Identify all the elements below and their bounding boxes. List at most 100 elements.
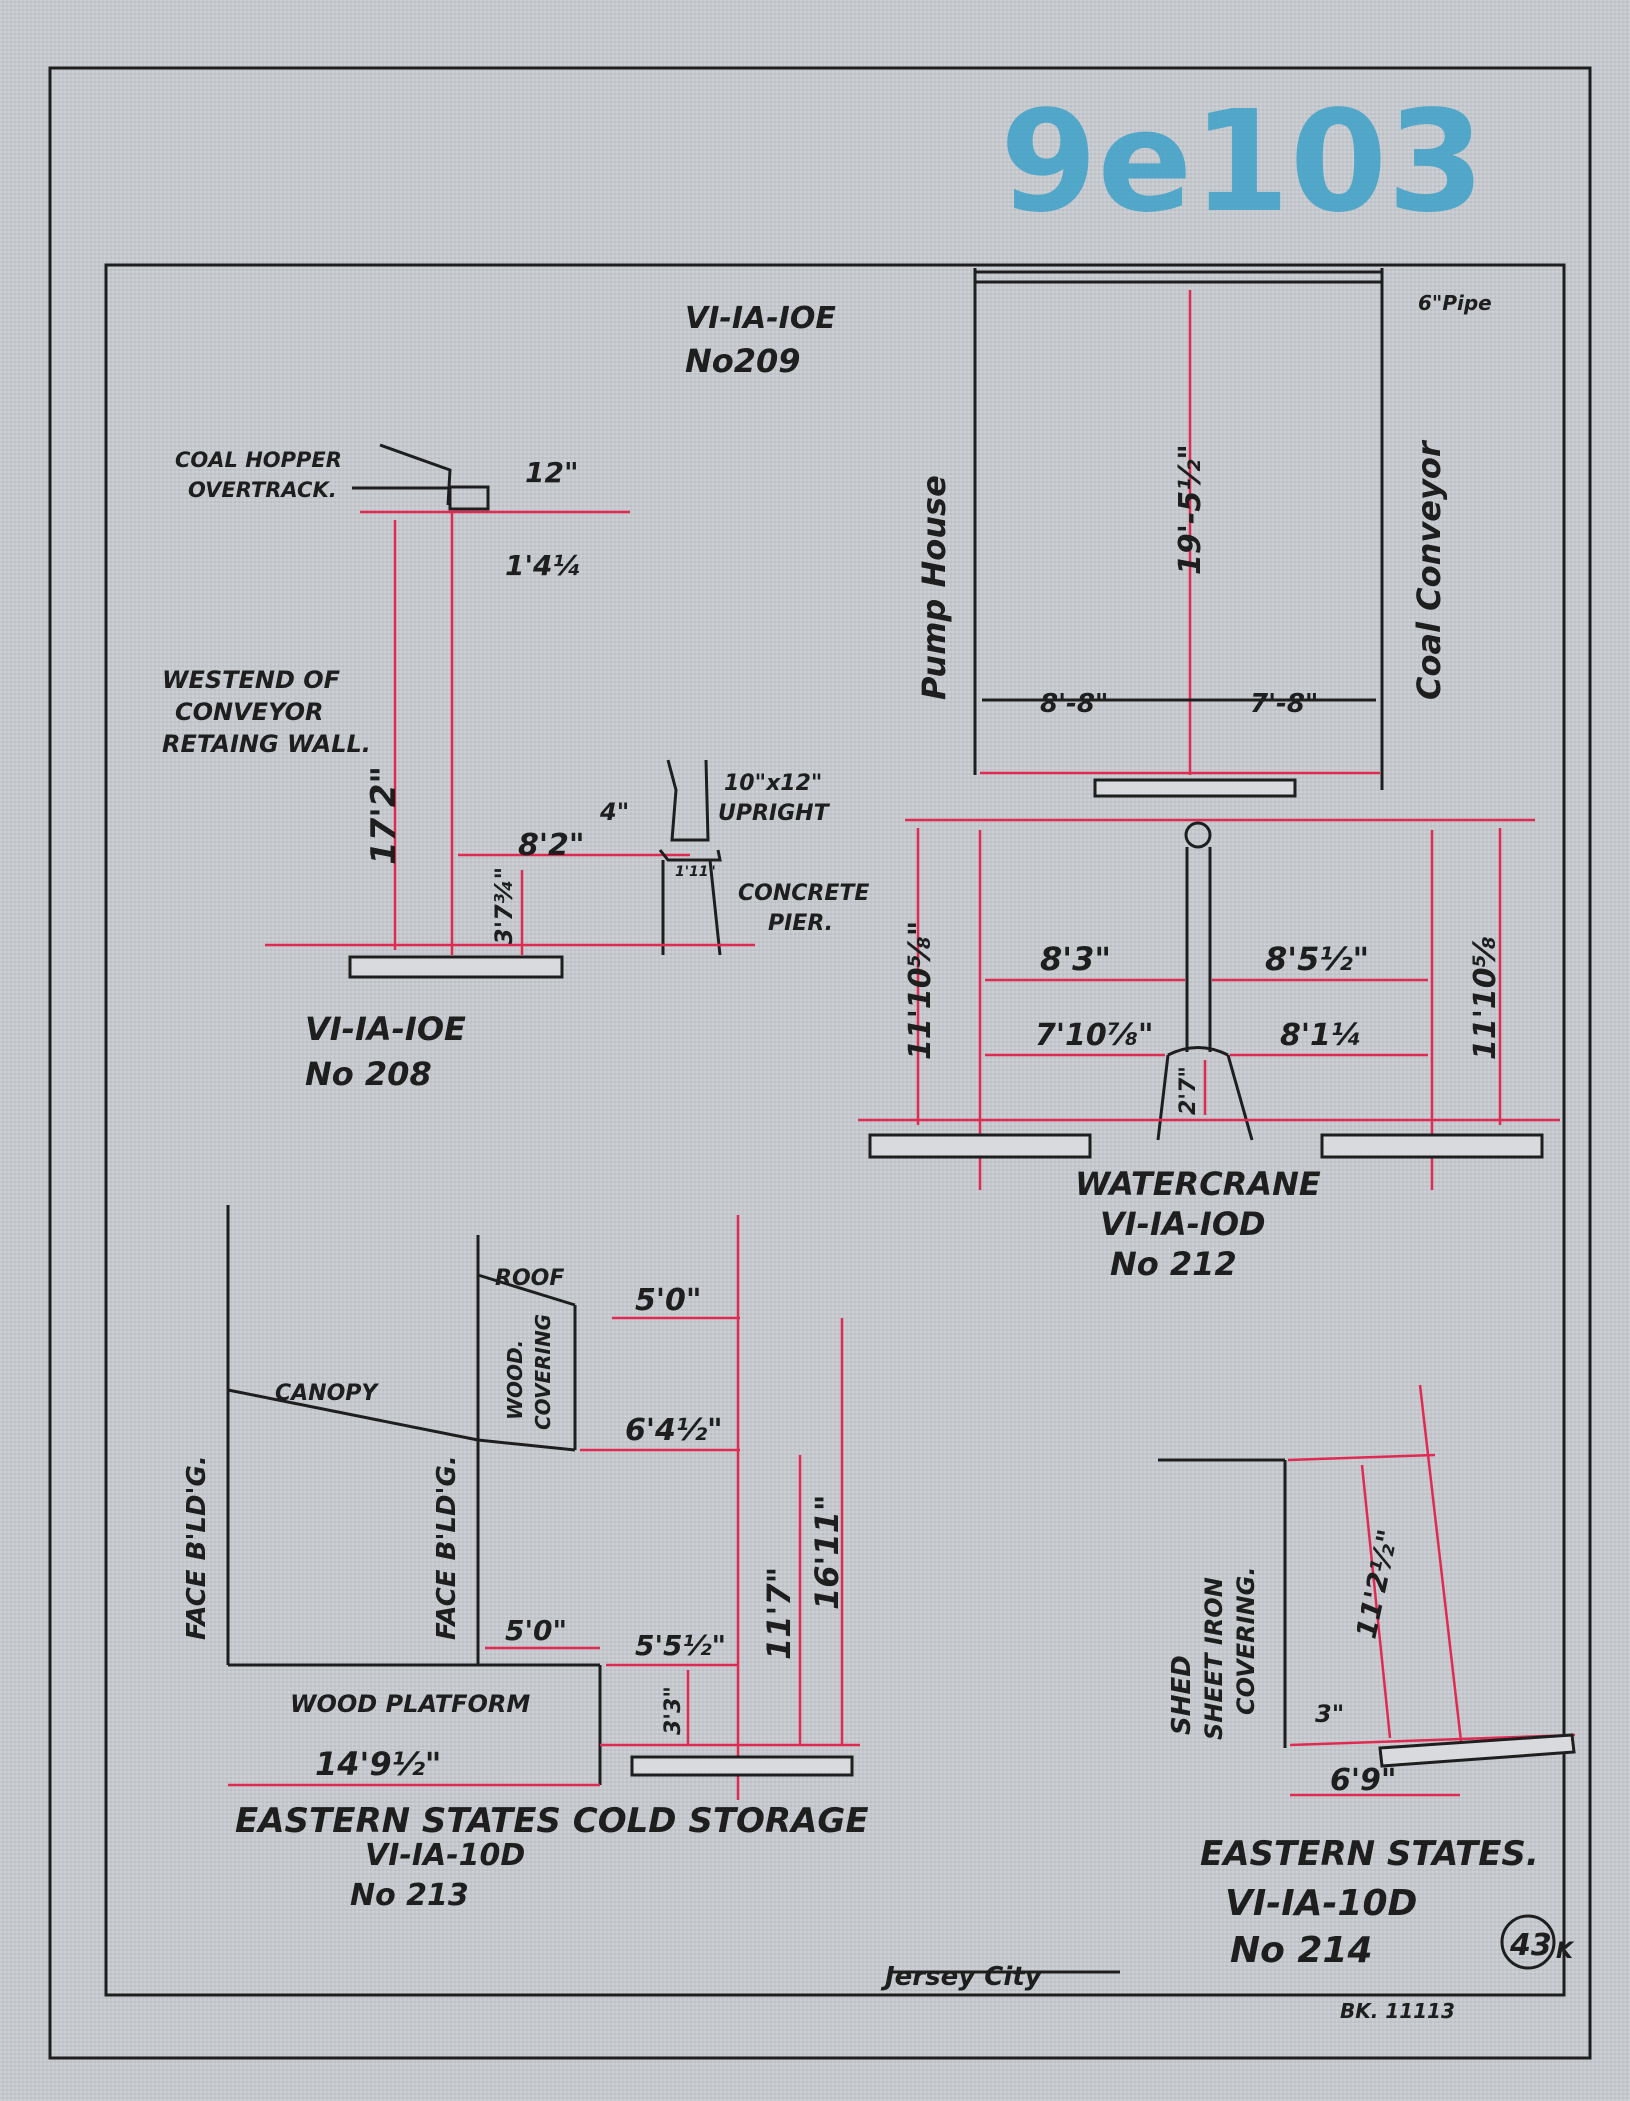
diagram-208-number: No 208 [305, 1055, 432, 1093]
dim-2-7: 2'7" [1176, 1066, 1201, 1115]
concrete-label: CONCRETE [738, 881, 869, 906]
dim-8-3: 8'3" [1040, 940, 1111, 978]
crane-base-top [1167, 1046, 1229, 1057]
diagram-208: VI-IA-IOE No 208 [305, 1010, 466, 1093]
dim-8-2: 8'2" [518, 828, 585, 863]
diagram-213-number: No 213 [350, 1878, 469, 1913]
dim-11-2: 11'2½" [1350, 1526, 1405, 1641]
overtrack-label: OVERTRACK. [188, 478, 337, 502]
shed-top-clearance [1287, 1453, 1436, 1462]
diagram-214-code: VI-IA-10D [1225, 1883, 1417, 1924]
diagram-212-number: No 212 [1110, 1245, 1237, 1283]
dim-8-5: 8'5½" [1265, 940, 1369, 978]
upright-post [666, 759, 710, 842]
face-building-1-label: FACE B'LD'G. [182, 1455, 212, 1640]
diagram-209-code: VI-IA-IOE [685, 301, 836, 336]
rail-pump [1093, 778, 1297, 798]
pump-house-label: Pump House [915, 475, 953, 700]
conveyor-label: CONVEYOR [175, 698, 323, 726]
retaining-wall-label: RETAING WALL. [162, 730, 371, 758]
coal-hopper-label: COAL HOPPER [175, 448, 342, 472]
rail-212-left [868, 1133, 1092, 1159]
book-number: BK. 11113 [1340, 1999, 1455, 2023]
dim-5-0-low: 5'0" [505, 1614, 567, 1647]
upright-label: UPRIGHT [718, 801, 831, 826]
hopper-lip [448, 485, 490, 511]
diagram-214: 11'2½" 3" 6'9" SHED SHEET IRON COVERING.… [1158, 1384, 1576, 1971]
outer-border [48, 66, 1592, 2060]
diagram-213-title: EASTERN STATES COLD STORAGE [235, 1801, 869, 1841]
rail-209 [348, 955, 564, 979]
diagram-214-title: EASTERN STATES. [1200, 1834, 1539, 1874]
dim-17-2: 17'2" [364, 766, 404, 865]
crane-base-right [1226, 1054, 1254, 1141]
diagram-209-number: No209 [685, 342, 801, 380]
city-label: Jersey City [880, 1962, 1043, 1992]
blue-stamp: 9e103 [1000, 81, 1485, 244]
dim-3in: 3" [1315, 1700, 1344, 1728]
dim-6-4: 6'4½" [625, 1413, 723, 1448]
west-end-label: WESTEND OF [162, 666, 341, 694]
hopper-outline [379, 443, 452, 506]
diagram-213: FACE B'LD'G. FACE B'LD'G. ROOF WOOD. COV… [182, 1205, 869, 1913]
dim-19-5: 19'-5½" [1173, 444, 1208, 575]
dim-8-8: 8'-8" [1040, 689, 1108, 719]
rail-213 [630, 1755, 854, 1777]
page-suffix: K [1556, 1939, 1575, 1964]
dim-3-7: 3'7¾" [490, 867, 518, 945]
diagram-208-code: VI-IA-IOE [305, 1010, 466, 1048]
dim-3-3: 3'3" [661, 1686, 686, 1735]
diagram-212: 11'10⅝" 8'3" 8'5½" 7'10⅞" 8'1¼ 11'10⅝ 2'… [858, 818, 1560, 1283]
dim-4in: 4" [599, 798, 629, 826]
dim-11-10-left: 11'10⅝" [903, 921, 938, 1060]
inner-border [104, 263, 1566, 1997]
dim-line-11-2 [1360, 1464, 1392, 1739]
shed-label: SHED [1167, 1655, 1197, 1735]
face-building-2-label: FACE B'LD'G. [432, 1455, 462, 1640]
canopy-label: CANOPY [275, 1381, 379, 1406]
rail-212-right [1320, 1133, 1544, 1159]
sheet-iron-label: SHEET IRON [1200, 1577, 1228, 1740]
pipe-label: 6"Pipe [1418, 291, 1492, 315]
covering-214-label: COVERING. [1232, 1567, 1260, 1715]
dim-16-11: 16'11" [808, 1494, 846, 1610]
wood-label: WOOD. [503, 1340, 527, 1420]
dim-1-4-quarter: 1'4¼ [505, 549, 582, 582]
canopy-line [227, 1388, 479, 1442]
shed-angled-line [1418, 1384, 1464, 1751]
dim-7-10: 7'10⅞" [1035, 1018, 1154, 1053]
covering-bottom [477, 1438, 576, 1452]
dim-11-10-right: 11'10⅝ [1468, 936, 1503, 1060]
rail-214 [1378, 1733, 1576, 1768]
roof-label: ROOF [495, 1266, 564, 1291]
diagram-214-number: No 214 [1230, 1930, 1373, 1971]
dim-8-1: 8'1¼ [1280, 1018, 1362, 1053]
pier-cap [658, 849, 722, 862]
dim-11-7: 11'7" [760, 1567, 798, 1660]
covering-label: COVERING [531, 1314, 555, 1430]
water-crane-title: WATERCRANE [1075, 1165, 1321, 1203]
roof-line [477, 1273, 576, 1307]
dim-6-9: 6'9" [1330, 1763, 1397, 1798]
diagram-212-code: VI-IA-IOD [1100, 1205, 1266, 1243]
page-circle [1500, 1914, 1556, 1970]
coal-conveyor-label: Coal Conveyor [1410, 439, 1448, 700]
diagram-pump-house: 6"Pipe 19'-5½" 8'-8" 7'-8" Pump House Co… [915, 268, 1492, 798]
dim-14-9: 14'9½" [315, 1745, 441, 1783]
page-number: 43 [1509, 1928, 1552, 1963]
pier-right [708, 859, 722, 956]
diagram-213-code: VI-IA-10D [365, 1838, 525, 1873]
dim-7-8: 7'-8" [1250, 689, 1318, 719]
dim-5-5: 5'5½" [635, 1629, 726, 1662]
crane-base-left [1156, 1054, 1170, 1141]
wood-platform-label: WOOD PLATFORM [290, 1690, 530, 1718]
pier-label: PIER. [768, 911, 833, 936]
diagram-209: VI-IA-IOE No209 COAL HOPPER OVERTRACK. 1… [162, 301, 869, 979]
dim-1-11: 1'11" [675, 864, 716, 880]
upright-size: 10"x12" [724, 771, 822, 796]
dim-12in: 12" [525, 456, 579, 489]
crane-spout [1184, 821, 1212, 849]
dim-5-0-top: 5'0" [635, 1283, 702, 1318]
